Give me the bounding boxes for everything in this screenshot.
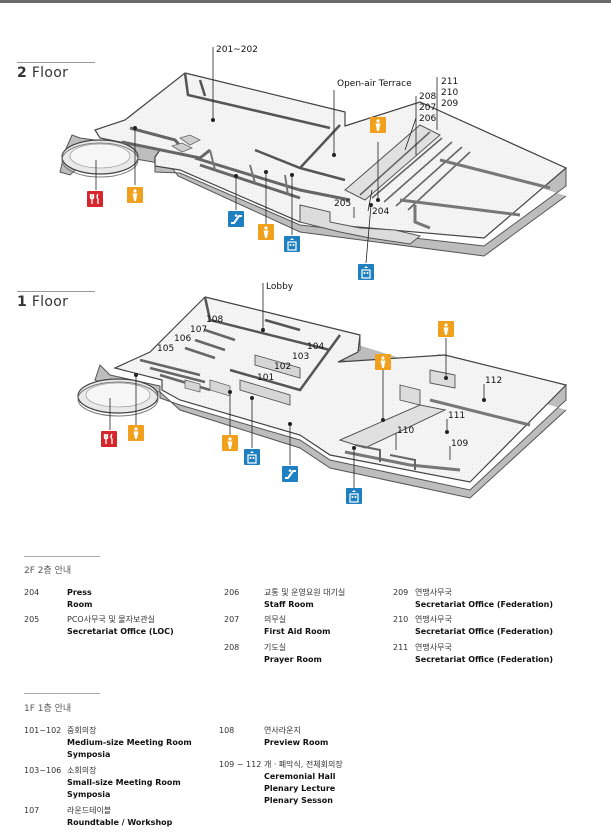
label-109: 109 bbox=[451, 439, 468, 449]
restroom-icon bbox=[222, 435, 238, 451]
label-111: 111 bbox=[448, 411, 465, 421]
floor-2-rule bbox=[17, 62, 95, 63]
guide-2f-rule bbox=[24, 556, 100, 557]
elevator-icon bbox=[244, 449, 260, 465]
label-208: 208 bbox=[419, 92, 436, 102]
floor-1-rule bbox=[17, 291, 95, 292]
escalator-icon bbox=[282, 466, 298, 482]
label-210: 210 bbox=[441, 88, 458, 98]
floor-2-plan bbox=[59, 72, 568, 257]
guide-2f-title: 2F 2층 안내 bbox=[24, 566, 72, 576]
restroom-icon bbox=[375, 354, 391, 370]
floor-1-plan bbox=[77, 296, 568, 499]
restroom-icon bbox=[438, 321, 454, 337]
label-110: 110 bbox=[397, 426, 414, 436]
label-204: 204 bbox=[372, 207, 389, 217]
guide-1f-rule bbox=[24, 693, 100, 694]
elevator-icon bbox=[284, 236, 300, 252]
floor-2-leaders bbox=[95, 47, 438, 264]
label-103: 103 bbox=[292, 352, 309, 362]
restroom-icon bbox=[127, 187, 143, 203]
label-201-202: 201~202 bbox=[216, 45, 258, 55]
label-104: 104 bbox=[307, 342, 324, 352]
restaurant-icon bbox=[87, 191, 103, 207]
restaurant-icon bbox=[101, 431, 117, 447]
escalator-icon bbox=[228, 211, 244, 227]
label-209: 209 bbox=[441, 99, 458, 109]
restroom-icon bbox=[258, 224, 274, 240]
label-107: 107 bbox=[190, 325, 207, 335]
floor-2-title: 2 Floor bbox=[17, 65, 69, 81]
label-open-air-terrace: Open-air Terrace bbox=[337, 79, 412, 89]
label-lobby: Lobby bbox=[266, 282, 294, 292]
label-112: 112 bbox=[485, 376, 502, 386]
label-105: 105 bbox=[157, 344, 174, 354]
floor-1-leader-dots bbox=[134, 328, 486, 450]
floor-2-leader-dots bbox=[133, 118, 380, 207]
top-border bbox=[0, 0, 611, 3]
label-108: 108 bbox=[206, 315, 223, 325]
elevator-icon bbox=[346, 488, 362, 504]
label-207: 207 bbox=[419, 103, 436, 113]
restroom-icon bbox=[370, 117, 386, 133]
restroom-icon bbox=[128, 425, 144, 441]
guide-1f-title: 1F 1층 안내 bbox=[24, 704, 72, 714]
label-206: 206 bbox=[419, 114, 436, 124]
label-106: 106 bbox=[174, 334, 191, 344]
label-211: 211 bbox=[441, 77, 458, 87]
label-205: 205 bbox=[334, 199, 351, 209]
floor-1-leaders bbox=[109, 283, 485, 488]
elevator-icon bbox=[358, 264, 374, 280]
label-101: 101 bbox=[257, 373, 274, 383]
floor-1-title: 1 Floor bbox=[17, 294, 69, 310]
floor-plan-maps: 201~202 Open-air Terrace 211 210 209 208… bbox=[59, 45, 568, 504]
label-102: 102 bbox=[274, 362, 291, 372]
